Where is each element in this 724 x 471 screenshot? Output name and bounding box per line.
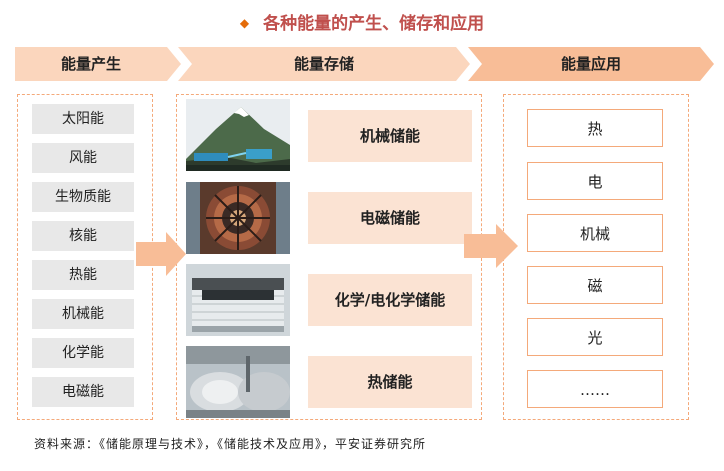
battery-container-icon [186,264,290,336]
chevron-shape [178,47,470,81]
application-item-more: …… [527,370,663,408]
header-storage-label: 能量存储 [293,55,354,73]
source-item-electromagnetic: 电磁能 [32,377,134,407]
application-item-light: 光 [527,318,663,356]
thermal-tank-icon [186,346,290,418]
application-item-mechanical: 机械 [527,214,663,252]
chevron-shape [468,47,714,81]
source-item-mechanical: 机械能 [32,299,134,329]
mountain-pumped-hydro-icon [186,99,290,171]
source-item-chemical: 化学能 [32,338,134,368]
application-item-magnetic: 磁 [527,266,663,304]
storage-label-mechanical: 机械储能 [308,110,472,162]
diagram-title-text: 各种能量的产生、储存和应用 [263,14,485,34]
arrow-right-icon [464,224,518,268]
application-item-electricity: 电 [527,162,663,200]
diamond-icon: ◆ [239,16,250,30]
header-production-label: 能量产生 [60,55,121,73]
source-item-nuclear: 核能 [32,221,134,251]
arrow-right-icon [136,232,186,276]
source-item-biomass: 生物质能 [32,182,134,212]
header-application-label: 能量应用 [560,55,621,73]
header-production: 能量产生 [15,47,181,81]
source-item-solar: 太阳能 [32,104,134,134]
source-item-thermal: 热能 [32,260,134,290]
diagram-title: ◆ 各种能量的产生、储存和应用 [0,9,724,35]
source-footnote: 资料来源：《储能原理与技术》，《储能技术及应用》，平安证券研究所 [34,437,427,451]
chevron-shape [15,47,181,81]
application-item-heat: 热 [527,109,663,147]
storage-label-thermal: 热储能 [308,356,472,408]
storage-label-chemical: 化学/电化学储能 [308,274,472,326]
particle-accelerator-icon [186,182,290,254]
source-item-wind: 风能 [32,143,134,173]
header-storage: 能量存储 [178,47,470,81]
header-application: 能量应用 [468,47,714,81]
storage-label-electromagnetic: 电磁储能 [308,192,472,244]
